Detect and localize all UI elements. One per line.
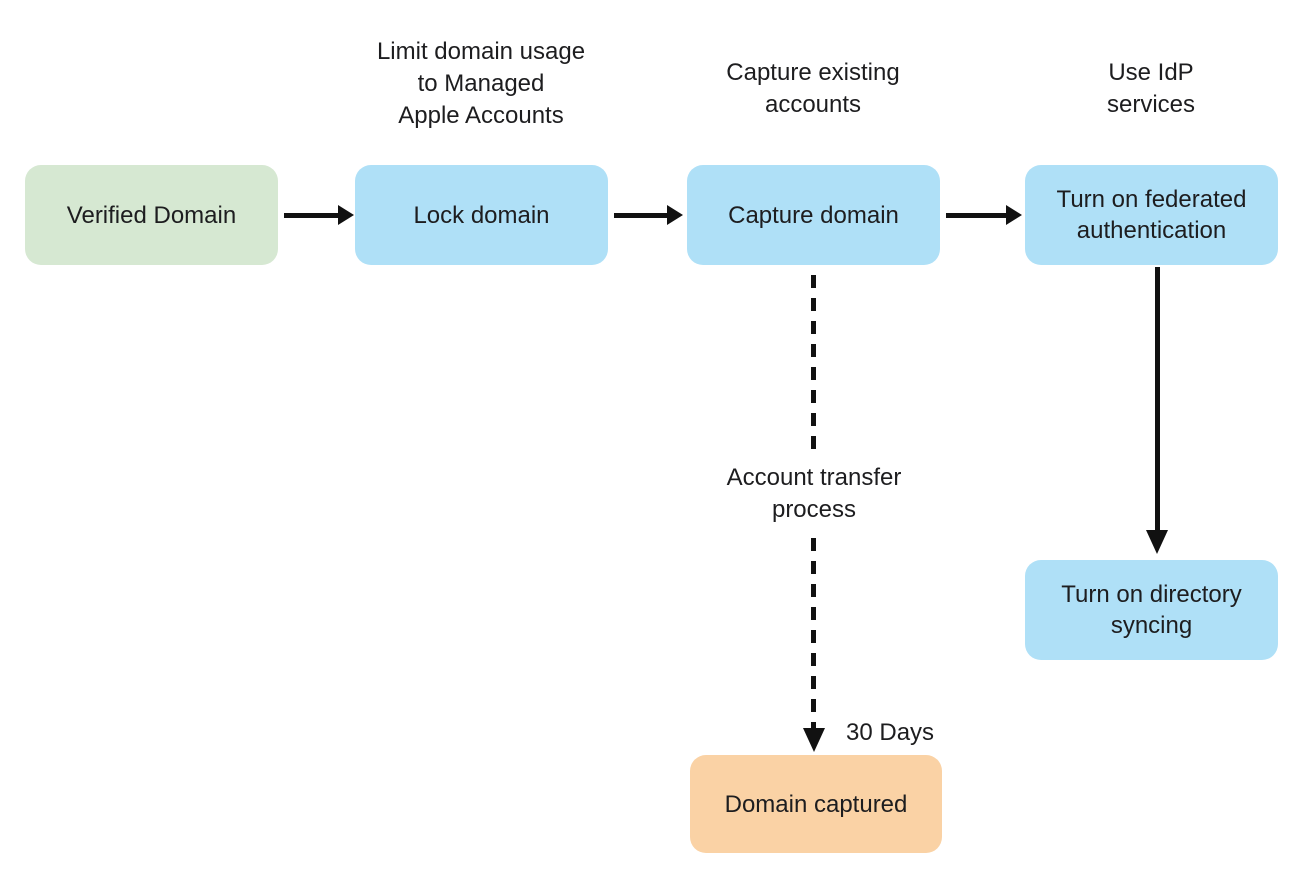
arrow-federated-to-syncing-line xyxy=(1155,267,1160,532)
node-turn-on-federated-authentication-label: Turn on federated authentication xyxy=(1056,186,1247,244)
node-capture-domain: Capture domain xyxy=(687,165,940,265)
arrow-capture-to-captured-head xyxy=(803,728,825,752)
node-verified-domain: Verified Domain xyxy=(25,165,278,265)
node-lock-domain-label: Lock domain xyxy=(413,201,550,229)
arrow-capture-to-captured-dash-lower xyxy=(811,538,816,728)
arrow-verified-to-lock-line xyxy=(284,213,338,218)
node-verified-domain-label: Verified Domain xyxy=(66,201,237,229)
node-turn-on-directory-syncing-label: Turn on directory syncing xyxy=(1061,581,1242,639)
node-capture-domain-label: Capture domain xyxy=(728,201,899,229)
arrow-capture-to-federated-head xyxy=(1006,205,1022,225)
annotation-account-transfer-process: Account transfer process xyxy=(694,462,934,526)
node-domain-captured: Domain captured xyxy=(690,755,942,853)
node-domain-captured-label: Domain captured xyxy=(724,790,908,818)
arrow-lock-to-capture-line xyxy=(614,213,667,218)
arrow-lock-to-capture-head xyxy=(667,205,683,225)
arrow-capture-to-federated-line xyxy=(946,213,1006,218)
arrow-federated-to-syncing-head xyxy=(1146,530,1168,554)
node-turn-on-federated-authentication: Turn on federated authentication xyxy=(1025,165,1278,265)
annotation-capture-existing-accounts: Capture existing accounts xyxy=(726,59,900,118)
annotation-limit-domain-usage: Limit domain usage to Managed Apple Acco… xyxy=(376,38,586,129)
node-lock-domain: Lock domain xyxy=(355,165,608,265)
annotation-30-days: 30 Days xyxy=(846,719,935,746)
arrow-verified-to-lock-head xyxy=(338,205,354,225)
annotation-use-idp-services: Use IdP services xyxy=(1106,59,1196,118)
arrow-capture-to-captured-dash-upper xyxy=(811,275,816,453)
node-turn-on-directory-syncing: Turn on directory syncing xyxy=(1025,560,1278,660)
